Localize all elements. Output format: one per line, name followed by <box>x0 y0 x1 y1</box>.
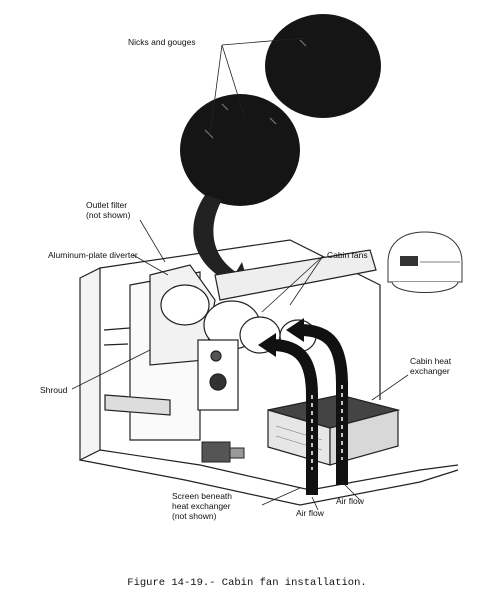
fan-blade-discs <box>180 14 381 206</box>
disc-to-fan-arrow <box>193 195 250 292</box>
label-cabin-heat-exchanger: Cabin heat exchanger <box>410 356 452 376</box>
leader-lines <box>71 37 409 511</box>
label-screen-beneath: Screen beneath heat exchanger (not shown… <box>172 491 233 521</box>
air-flow-arrows <box>258 318 348 495</box>
heat-exchanger-box <box>267 394 401 466</box>
label-air-flow-2: Air flow <box>296 508 324 518</box>
fan-disc-upper <box>265 14 381 118</box>
fan-disc-lower <box>180 94 300 206</box>
label-aluminum-diverter: Aluminum-plate diverter <box>48 250 138 260</box>
heat-exchanger-bell <box>387 231 463 293</box>
label-air-flow-1: Air flow <box>336 496 364 506</box>
electrical-connector <box>201 441 245 463</box>
label-nicks-gouges: Nicks and gouges <box>128 37 196 47</box>
label-cabin-fans: Cabin fans <box>327 250 368 260</box>
figure-caption: Figure 14-19.- Cabin fan installation. <box>127 577 367 589</box>
label-outlet-filter: Outlet filter (not shown) <box>86 200 131 220</box>
label-shroud: Shroud <box>40 385 68 395</box>
